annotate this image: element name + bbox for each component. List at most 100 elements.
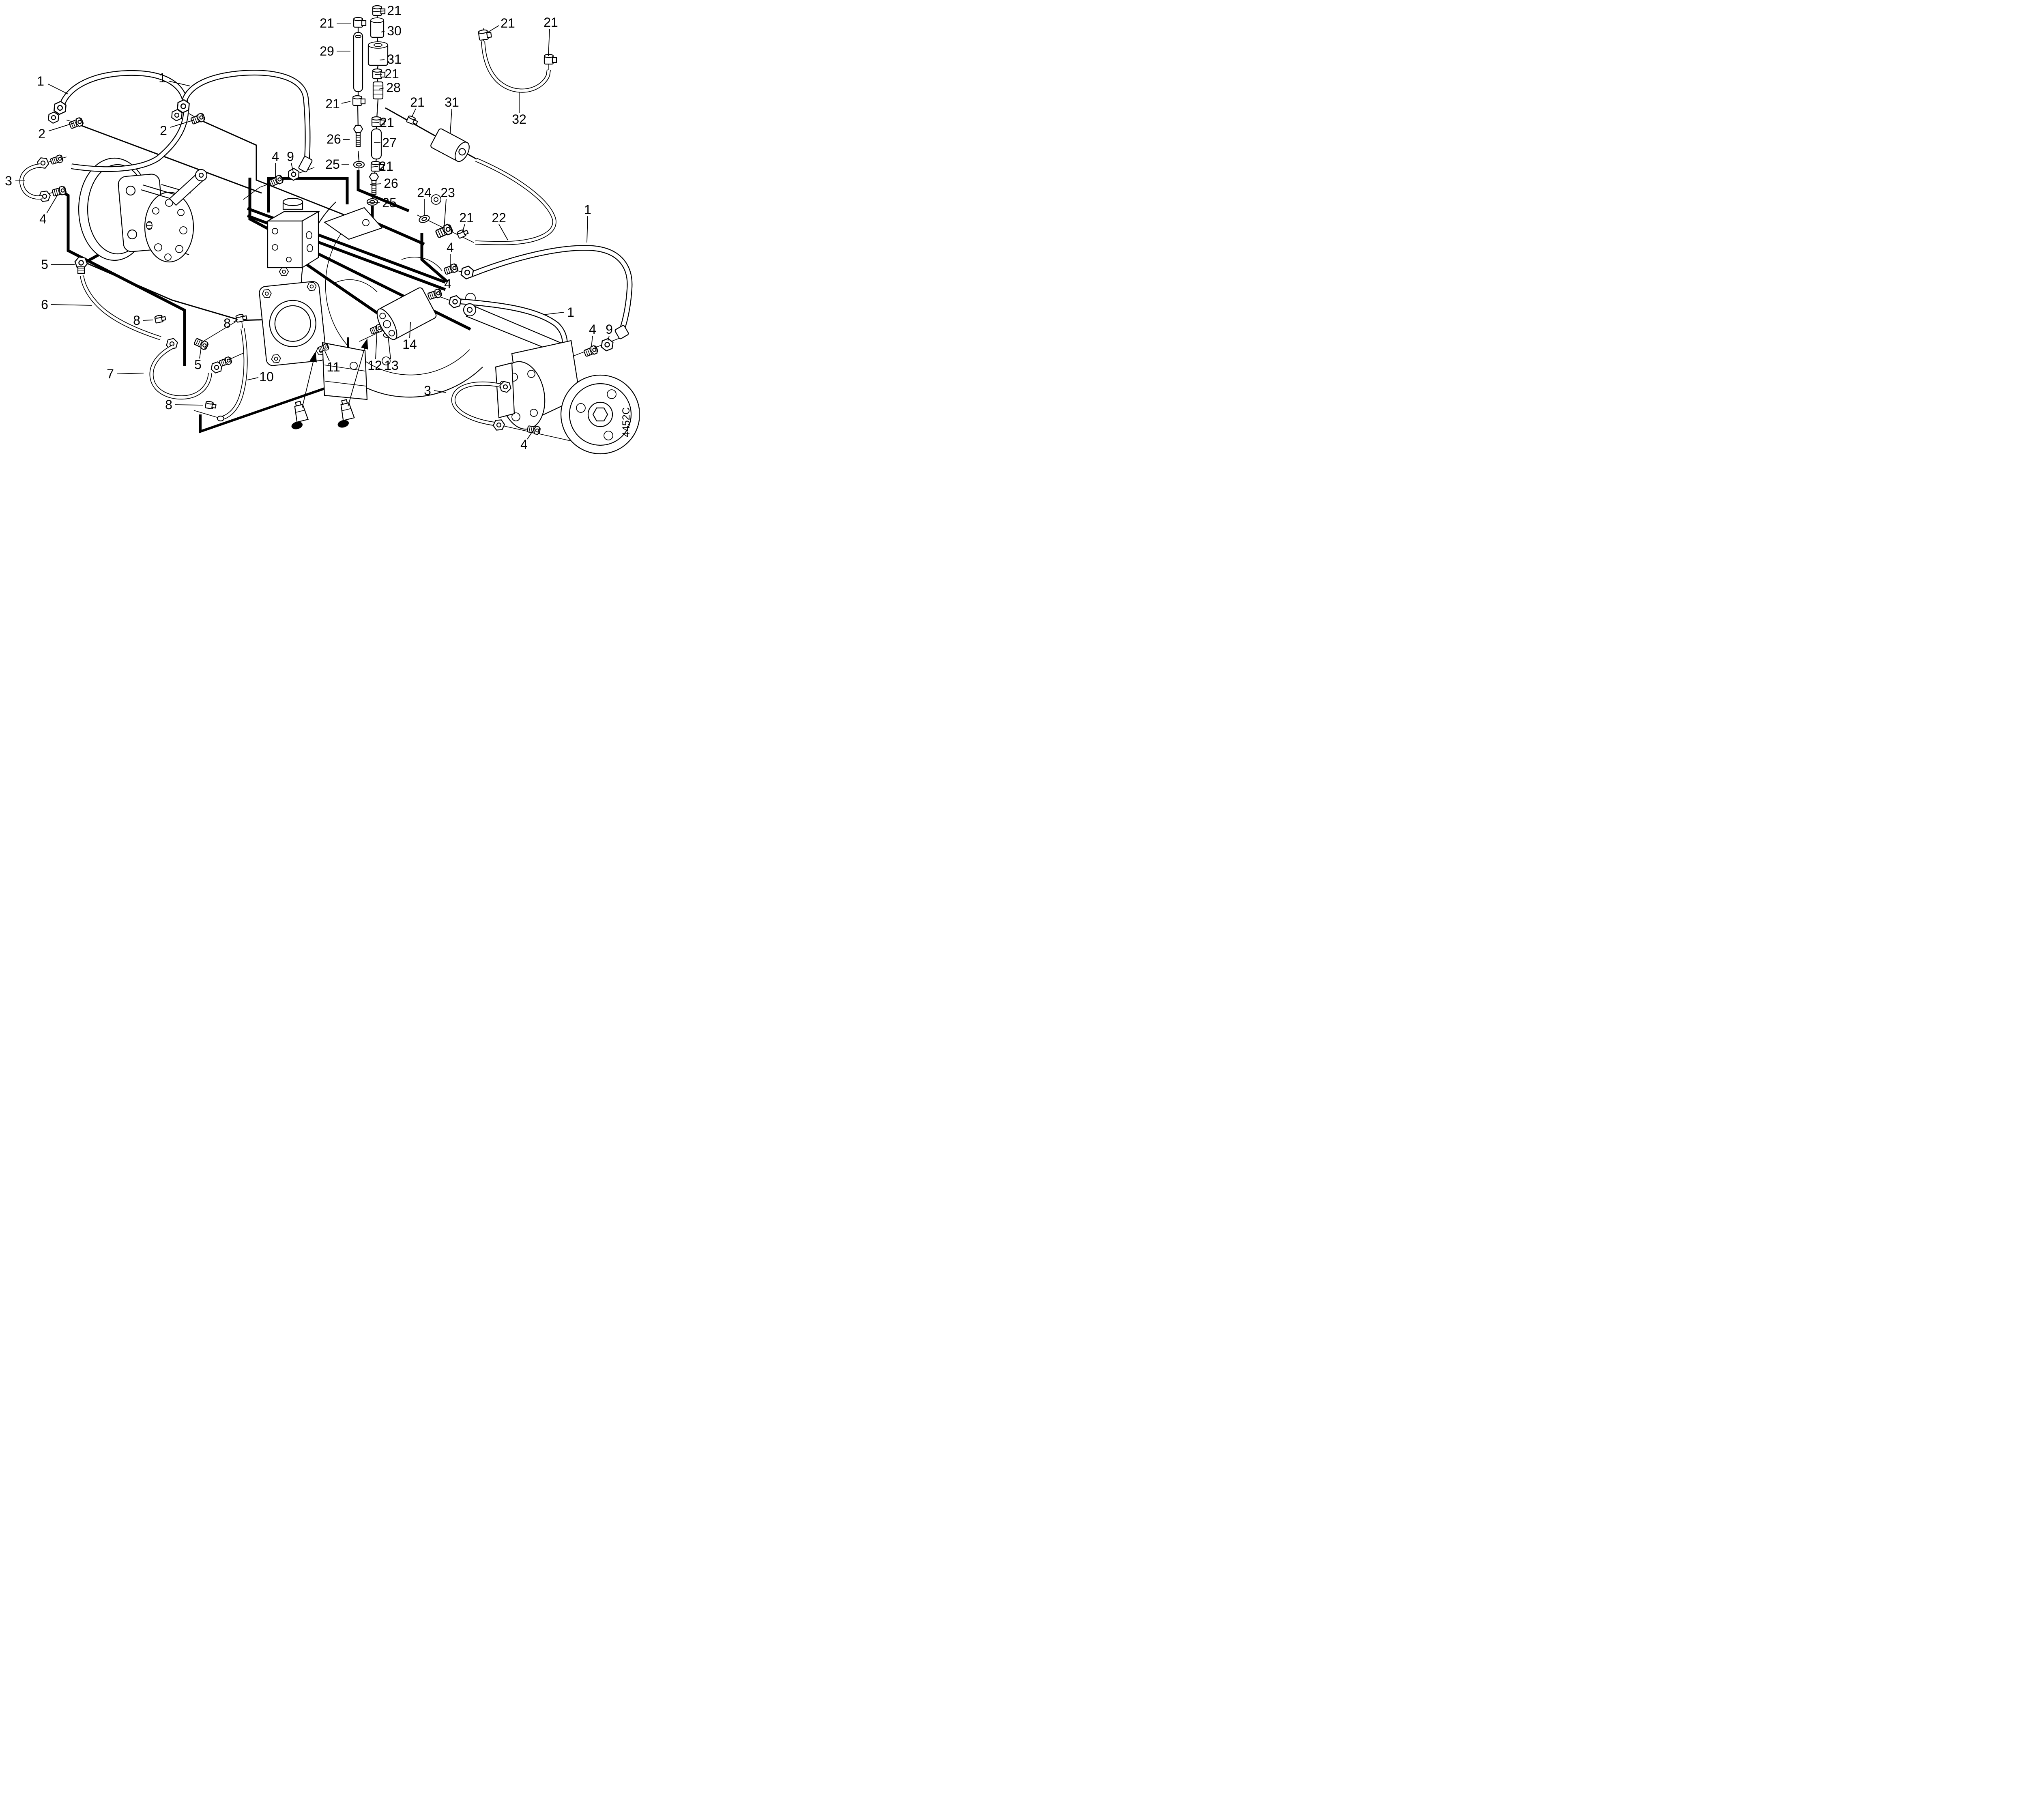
- axis-8c: [193, 410, 219, 418]
- block-front: [267, 220, 303, 268]
- callout-label: 29: [320, 44, 334, 58]
- leader-line: [373, 11, 385, 12]
- exploded-stack-b: [366, 5, 389, 206]
- hose-nut-icon: [458, 264, 476, 281]
- motor-shaft: [141, 184, 176, 200]
- stem: [372, 194, 374, 199]
- leader-line: [116, 373, 144, 374]
- leader-line: [168, 81, 190, 86]
- leader-line: [543, 312, 564, 315]
- banjo-21-icon: [478, 28, 492, 41]
- pulley-hole: [607, 389, 617, 399]
- axis-7-end: [229, 352, 246, 360]
- callout-label: 6: [41, 297, 48, 312]
- hose-ferrule: [298, 156, 313, 172]
- leader-line: [378, 88, 384, 90]
- leader-line: [462, 224, 465, 232]
- arm-eye-inner: [198, 172, 204, 178]
- stem: [357, 150, 360, 161]
- callout-label: 23: [440, 185, 455, 200]
- leader-line: [591, 335, 593, 348]
- pulley-hole: [576, 403, 586, 413]
- leader-line: [548, 28, 550, 56]
- pump-opening-inner: [274, 305, 311, 342]
- callout-label: 32: [512, 112, 526, 127]
- pump-lower-body: [322, 342, 368, 400]
- plate-hole: [152, 207, 159, 215]
- filter-hole: [379, 313, 386, 320]
- hub-nut: [592, 407, 608, 422]
- return-line-group: [406, 115, 556, 245]
- axis-pump-port: [571, 335, 628, 357]
- tube-3-left-core: [20, 164, 43, 199]
- flange-hole: [530, 409, 538, 417]
- flange-hole: [127, 229, 137, 240]
- tube-29: [353, 32, 363, 92]
- filter-hole: [388, 330, 395, 337]
- leader-line: [372, 122, 379, 123]
- block-port: [306, 231, 312, 239]
- leader-line: [375, 334, 377, 359]
- flange-hole: [125, 185, 136, 196]
- tube-29-top: [355, 35, 361, 38]
- cylinder-30-top: [370, 17, 384, 23]
- callout-label: 31: [445, 95, 459, 109]
- leader-line: [46, 195, 58, 214]
- block-hole: [272, 228, 278, 234]
- axis-2l-long: [79, 124, 262, 194]
- axis-u3r-bottom: [503, 425, 576, 442]
- plate-hole: [154, 243, 162, 251]
- pipe-stack-a-down: [357, 170, 410, 212]
- leader-line: [374, 74, 382, 75]
- leader-line: [199, 347, 202, 359]
- banjo-21-icon: [372, 5, 386, 16]
- clamp-21-icon: [406, 115, 419, 126]
- arrow-head-icon: [309, 351, 317, 363]
- leader-line: [435, 288, 443, 294]
- nipple-4-icon: [583, 344, 599, 358]
- callout-label: 21: [320, 16, 334, 30]
- plate-hole: [165, 199, 173, 207]
- stem: [376, 99, 379, 119]
- callout-label: 21: [385, 67, 399, 81]
- callout-label: 27: [382, 135, 397, 150]
- axis-2c-long: [202, 120, 367, 225]
- callout-label: 22: [492, 210, 506, 225]
- tube-nut-icon: [492, 419, 506, 431]
- exploded-stack-a: [352, 17, 367, 178]
- leader-line: [370, 183, 382, 185]
- boss-hole-inner: [434, 197, 438, 202]
- plate-hole: [177, 209, 185, 216]
- bolt-hole: [382, 356, 391, 365]
- callout-label: 21: [387, 3, 402, 18]
- clamp-8-icon: [235, 313, 248, 323]
- nipple-4-icon: [526, 424, 541, 436]
- figure-code: 4452C: [621, 407, 632, 437]
- leader-line: [388, 336, 391, 359]
- nipple-2-icon: [190, 112, 206, 126]
- block-hole: [286, 257, 292, 262]
- pipe-left-panel: [61, 190, 186, 366]
- callout-label: 28: [386, 80, 401, 95]
- elbow-9-icon: [614, 325, 629, 339]
- callout-label: 9: [606, 322, 613, 337]
- clamp-8-icon: [154, 313, 167, 324]
- callout-label: 26: [384, 176, 398, 191]
- callout-label: 4: [39, 212, 47, 226]
- tube-27: [371, 128, 382, 160]
- port-threads: [146, 222, 152, 229]
- valve-block: [266, 197, 320, 276]
- nipple-icon: [49, 154, 64, 165]
- flange-hole: [527, 370, 535, 378]
- nipple-4-icon: [268, 174, 284, 188]
- callout-label: 10: [259, 369, 274, 384]
- callout-label: 25: [382, 195, 397, 210]
- nipple-4-icon: [51, 185, 67, 197]
- callout-label: 8: [133, 313, 140, 328]
- parts-diagram-svg: 1234124921292130312128212721262521262521…: [5, 3, 640, 455]
- leader-line: [170, 120, 194, 128]
- leader-line: [444, 199, 447, 228]
- arm-eye-inner: [466, 307, 473, 313]
- cylinder-31-bore: [374, 43, 382, 47]
- filter-hole: [383, 320, 391, 328]
